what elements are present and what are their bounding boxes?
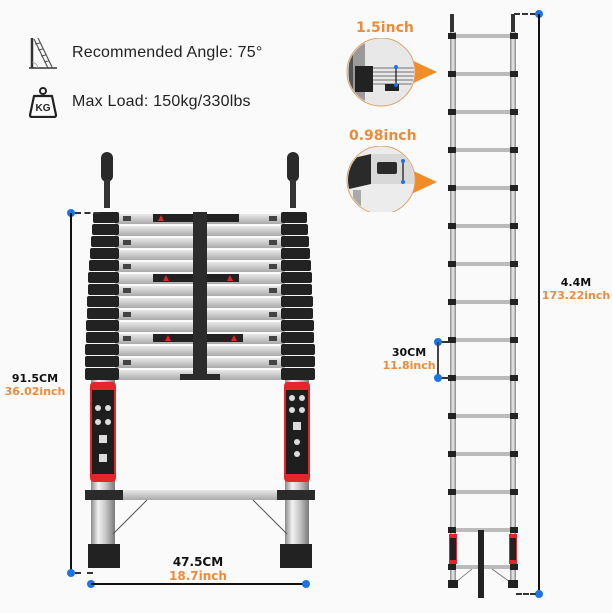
dimension-dot: [67, 569, 75, 577]
collapsed-width-label: 47.5CM 18.7inch: [169, 555, 227, 583]
callout-label-rung-width: 0.98inch: [349, 128, 417, 144]
extended-height-label: 4.4M 173.22inch: [541, 276, 611, 302]
dimension-dot: [434, 374, 442, 382]
collapsed-height-label: 91.5CM 36.02inch: [4, 372, 66, 398]
collapsed-width-line: [91, 583, 306, 585]
kg-weight-icon: KG: [28, 86, 58, 118]
collapsed-ladder-image: [85, 150, 315, 590]
svg-text:KG: KG: [36, 103, 51, 114]
spec-load: KG Max Load: 150kg/330lbs: [28, 86, 251, 118]
dimension-dot: [535, 590, 543, 598]
dimension-dash: [516, 593, 536, 595]
ladder-angle-icon: [28, 36, 58, 70]
dimension-dash: [75, 572, 93, 574]
dimension-dash: [514, 13, 536, 15]
rung-spacing-label: 30CM 11.8inch: [382, 346, 436, 372]
callout-rung-width: [345, 146, 445, 212]
dimension-dash: [75, 212, 100, 214]
spec-angle: Recommended Angle: 75°: [28, 36, 262, 70]
extended-ladder-image: [448, 12, 518, 602]
recommended-angle-text: Recommended Angle: 75°: [72, 44, 263, 61]
dimension-dash: [442, 377, 450, 379]
dimension-dash: [442, 341, 450, 343]
callout-label-rung-depth: 1.5inch: [356, 20, 414, 36]
max-load-text: Max Load: 150kg/330lbs: [72, 93, 251, 110]
collapsed-height-line: [70, 213, 72, 573]
rung-spacing-line: [437, 342, 439, 378]
callout-rung-depth: [345, 38, 445, 110]
dimension-dot: [302, 580, 310, 588]
extended-height-line: [538, 14, 540, 590]
